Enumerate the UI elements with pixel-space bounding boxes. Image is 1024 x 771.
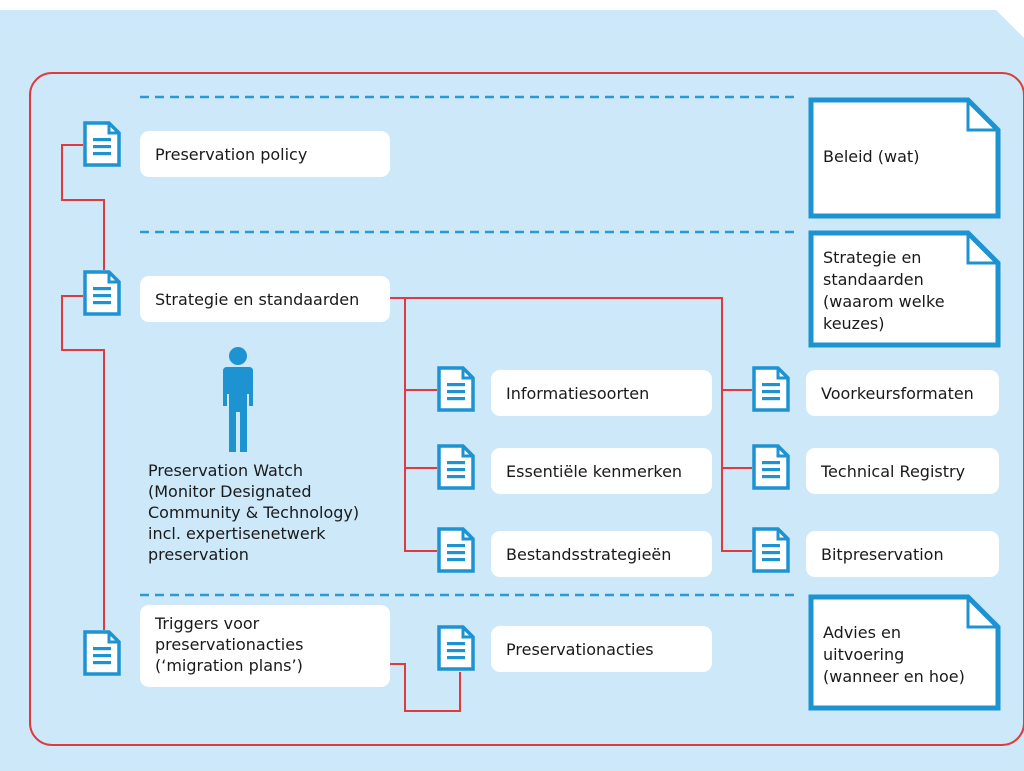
- person-icon: [223, 347, 253, 452]
- document-icon: [752, 444, 790, 490]
- right-item-label: Voorkeursformaten: [821, 383, 974, 403]
- connector-policy-strategy: [61, 144, 105, 270]
- document-icon: [437, 527, 475, 573]
- document-icon: [437, 366, 475, 412]
- middle-item-box: Bestandsstrategieën: [491, 531, 712, 577]
- document-icon: [752, 366, 790, 412]
- strategy-label: Strategie en standaarden: [155, 289, 360, 309]
- side-frame-strategie: [808, 230, 1001, 348]
- actions-box: Preservationacties: [491, 626, 712, 672]
- document-icon: [83, 121, 121, 167]
- right-item-box: Voorkeursformaten: [806, 370, 999, 416]
- connector-strategy-triggers: [61, 295, 105, 630]
- side-frame-beleid: [808, 97, 1001, 219]
- triggers-label: Triggers voor preservationacties (‘migra…: [155, 614, 304, 675]
- side-label-strategie: Strategie en standaarden (waarom welke k…: [823, 248, 945, 333]
- side-label-beleid: Beleid (wat): [823, 147, 920, 166]
- triggers-box: Triggers voor preservationacties (‘migra…: [140, 605, 390, 687]
- right-item-label: Bitpreservation: [821, 544, 944, 564]
- middle-item-label: Essentiële kenmerken: [506, 461, 683, 481]
- policy-label: Preservation policy: [155, 144, 308, 164]
- red-frame: [29, 72, 1024, 746]
- side-label-advies: Advies en uitvoering (wanneer en hoe): [823, 623, 965, 686]
- middle-item-label: Informatiesoorten: [506, 383, 650, 403]
- actions-label: Preservationacties: [506, 639, 654, 659]
- connector-triggers-actions: [390, 663, 461, 712]
- policy-box: Preservation policy: [140, 131, 390, 177]
- middle-item-label: Bestandsstrategieën: [506, 544, 672, 564]
- strategy-box: Strategie en standaarden: [140, 276, 390, 322]
- middle-item-box: Essentiële kenmerken: [491, 448, 712, 494]
- document-icon: [437, 444, 475, 490]
- preservation-watch-text: Preservation Watch (Monitor Designated C…: [148, 461, 360, 564]
- side-frame-advies: [808, 594, 1001, 711]
- right-item-box: Technical Registry: [806, 448, 999, 494]
- document-icon: [83, 270, 121, 316]
- document-icon: [437, 625, 475, 671]
- middle-item-box: Informatiesoorten: [491, 370, 712, 416]
- connector-strategy-middle: [390, 297, 437, 552]
- right-item-box: Bitpreservation: [806, 531, 999, 577]
- document-icon: [752, 527, 790, 573]
- connector-strategy-right: [405, 297, 752, 552]
- document-icon: [83, 630, 121, 676]
- right-item-label: Technical Registry: [821, 461, 966, 481]
